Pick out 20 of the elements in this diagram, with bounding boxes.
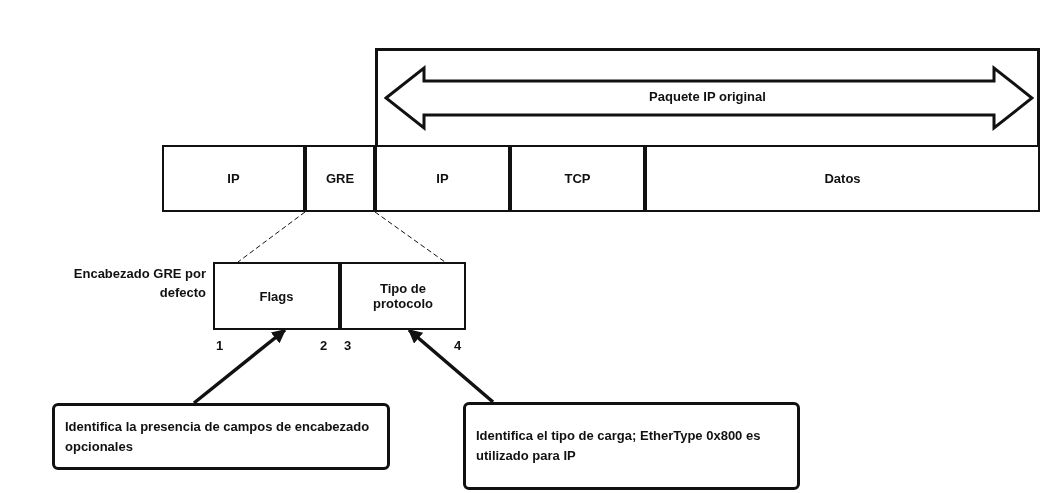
packet-field: Datos (645, 145, 1040, 212)
packet-frame (375, 48, 1040, 145)
connector-line (374, 211, 446, 263)
bit-number: 2 (320, 338, 328, 353)
dimension-label: Paquete IP original (649, 88, 766, 104)
arrow (192, 328, 287, 405)
callout-box: Identifica la presencia de campos de encabezado opcionales (52, 403, 390, 470)
bit-number: 4 (454, 338, 462, 353)
header-field: Tipo de protocolo (340, 262, 466, 330)
callout-box: Identifica el tipo de carga; EtherType 0x800 es utilizado para IP (463, 402, 800, 490)
bit-number: 1 (216, 338, 224, 353)
bit-number: 3 (344, 338, 352, 353)
row-label: Encabezado GRE por defecto (72, 265, 206, 302)
header-field: Flags (213, 262, 340, 330)
packet-field: GRE (305, 145, 375, 212)
connector-line (237, 211, 306, 263)
packet-field: IP (375, 145, 510, 212)
arrow (407, 328, 495, 404)
packet-field: TCP (510, 145, 645, 212)
packet-field: IP (162, 145, 305, 212)
